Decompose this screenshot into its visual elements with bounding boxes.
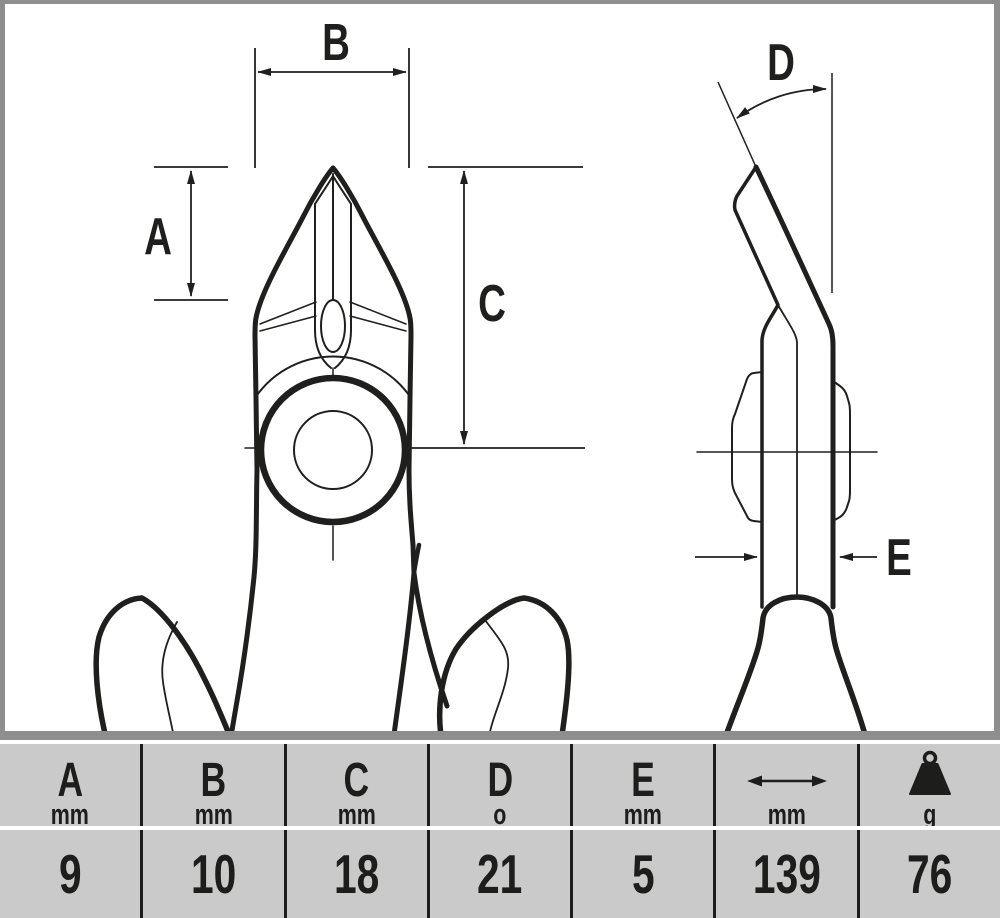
- blade-seam: [777, 304, 798, 596]
- tip-chamfer-left: [314, 175, 334, 205]
- dim-letter: D: [487, 754, 513, 807]
- label-b: B: [322, 13, 350, 71]
- dim-unit: mm: [767, 799, 806, 826]
- joint-circle-outer: [257, 374, 409, 526]
- value-cell-b: 10: [140, 830, 284, 918]
- dim-unit: o: [493, 799, 507, 826]
- dimension-c: [411, 166, 585, 449]
- dim-value: 76: [907, 842, 953, 905]
- dim-value: 139: [752, 842, 821, 905]
- drawing-area: A B C D E: [0, 0, 1000, 731]
- cutters-diagram: A B C D E: [93, 13, 912, 731]
- dim-value: 10: [190, 842, 237, 905]
- value-cell-length: 139: [713, 830, 857, 918]
- divider-bar: [0, 731, 1000, 740]
- left-handle-inner-line: [161, 621, 178, 731]
- label-a: A: [144, 207, 172, 265]
- dim-letter: E: [631, 754, 656, 807]
- dim-unit: mm: [624, 799, 663, 826]
- dim-value: 9: [58, 842, 82, 905]
- divider-gap: [0, 740, 1000, 744]
- front-outline-right: [330, 165, 417, 576]
- header-cell-e: E mm: [570, 744, 714, 826]
- front-shank-cross-left: [391, 570, 417, 731]
- dim-value: 5: [631, 842, 655, 905]
- bevel-right-2: [349, 315, 407, 332]
- blade-left-edge: [732, 165, 780, 609]
- dim-value: 21: [477, 842, 523, 905]
- dim-unit: mm: [194, 799, 233, 826]
- tip-chamfer-right: [332, 175, 352, 205]
- dim-unit: g: [923, 799, 937, 826]
- spec-table-header-row: A mm B mm C mm D o E mm: [0, 744, 1000, 826]
- value-cell-a: 9: [0, 830, 141, 918]
- front-view-cutters: [93, 165, 572, 731]
- boss-left: [731, 371, 763, 523]
- value-cell-e: 5: [570, 830, 714, 918]
- value-cell-c: 18: [283, 830, 427, 918]
- bevel-left-1: [259, 301, 317, 325]
- right-handle-inner-line: [484, 619, 510, 731]
- arrow-left-right-icon: [746, 758, 827, 804]
- value-cell-weight: 76: [856, 830, 1000, 918]
- value-cell-d: 21: [426, 830, 571, 918]
- dim-value: 18: [334, 842, 380, 905]
- joint-circle-inner: [293, 410, 373, 490]
- dim-unit: mm: [51, 799, 90, 826]
- header-cell-b: B mm: [140, 744, 284, 826]
- label-c: C: [478, 274, 506, 332]
- bevel-left-2: [259, 315, 317, 332]
- channel-right: [334, 203, 352, 369]
- right-handle: [436, 595, 572, 731]
- dimension-a: [154, 166, 228, 301]
- joint-arc: [254, 355, 412, 399]
- header-cell-d: D o: [426, 744, 571, 826]
- bevel-right-1: [349, 301, 407, 325]
- header-cell-weight: g: [856, 744, 1000, 826]
- spec-table-values-row: 9 10 18 21 5 139 76: [0, 830, 1000, 918]
- side-handle: [724, 594, 867, 731]
- dimension-b: [254, 48, 410, 168]
- weight-icon: [906, 750, 954, 804]
- dim-unit: mm: [337, 799, 376, 826]
- header-cell-a: A mm: [0, 744, 141, 826]
- dim-letter: C: [343, 754, 370, 807]
- header-cell-c: C mm: [283, 744, 427, 826]
- table-row-separator: [0, 826, 1000, 830]
- header-cell-length: mm: [713, 744, 857, 826]
- keyhole-ellipse: [320, 299, 346, 353]
- boss-right: [832, 380, 851, 522]
- dimensions: [154, 48, 877, 561]
- dimension-d: [717, 73, 833, 293]
- left-handle: [93, 595, 231, 731]
- d-extension-slanted: [717, 81, 757, 168]
- blade-right-edge: [753, 164, 836, 610]
- label-e: E: [886, 528, 912, 586]
- d-angle-arc: [736, 84, 827, 119]
- side-view-cutters: [696, 164, 878, 731]
- dim-letter: B: [200, 754, 227, 807]
- front-outline-left: [229, 165, 336, 731]
- spec-table: A mm B mm C mm D o E mm: [0, 744, 1000, 918]
- dim-letter: A: [57, 754, 83, 807]
- channel-left: [314, 203, 332, 369]
- label-d: D: [767, 33, 795, 91]
